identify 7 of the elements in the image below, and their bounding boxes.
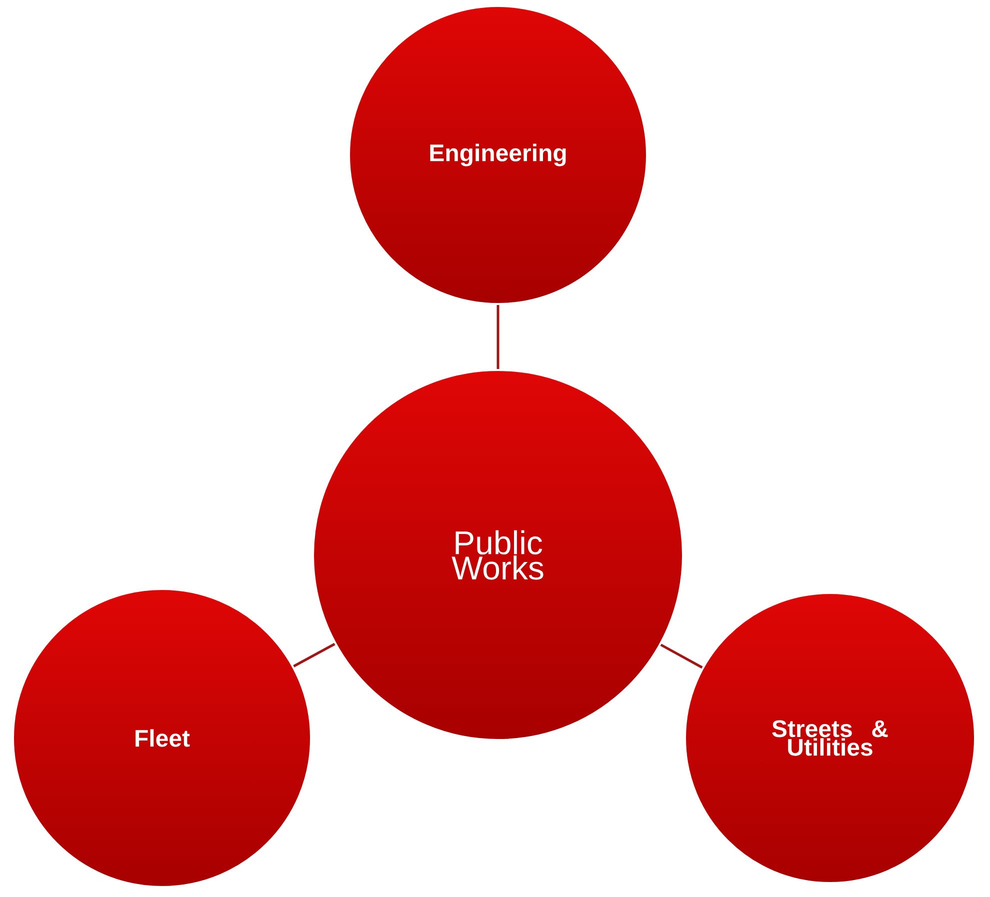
connector-line — [496, 305, 500, 369]
connector-line — [660, 644, 703, 669]
circle-node: Public Works — [312, 369, 684, 741]
circle-node: Fleet — [12, 588, 312, 888]
circle-node: Streets & Utilities — [684, 592, 976, 884]
circle-node: Engineering — [348, 5, 648, 305]
connector-line — [293, 642, 336, 668]
